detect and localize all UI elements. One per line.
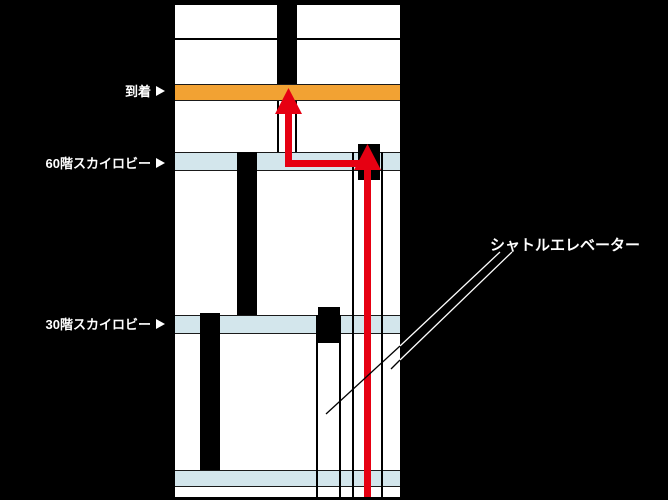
pointer-triangle-icon bbox=[156, 157, 165, 168]
arrival-floor-band bbox=[175, 84, 400, 101]
arrival-floor-label-text: 到着 bbox=[124, 84, 151, 99]
middle-zone-elevator-shaft bbox=[237, 152, 257, 315]
pointer-triangle-icon bbox=[156, 318, 165, 329]
ground-lobby-band bbox=[175, 470, 400, 487]
label-upper-sky-lobby: 60階スカイロビー bbox=[0, 153, 165, 172]
label-lower-sky-lobby: 30階スカイロビー bbox=[0, 314, 165, 333]
label-shuttle-elevator: シャトルエレベーター bbox=[490, 237, 641, 254]
shuttle-elevator-shaft-right bbox=[352, 152, 383, 497]
local-elevator-shaft-outline bbox=[277, 101, 297, 152]
label-arrival-floor: 到着 bbox=[0, 81, 165, 100]
shuttle-elevator-cab-lower-lobby bbox=[318, 307, 340, 343]
upper-zone-elevator-shaft bbox=[277, 5, 297, 84]
lower-sky-lobby-band bbox=[175, 315, 400, 334]
building-cross-section bbox=[175, 5, 400, 497]
lower-zone-elevator-shaft bbox=[200, 313, 220, 470]
lower-sky-lobby-label-text: 30階スカイロビー bbox=[45, 317, 151, 332]
leader-line-left-outer bbox=[399, 251, 501, 347]
leader-line-right-outer bbox=[399, 251, 513, 361]
upper-sky-lobby-label-text: 60階スカイロビー bbox=[45, 156, 151, 171]
pointer-triangle-icon bbox=[156, 85, 165, 96]
shuttle-elevator-cab-upper-lobby bbox=[358, 144, 380, 180]
